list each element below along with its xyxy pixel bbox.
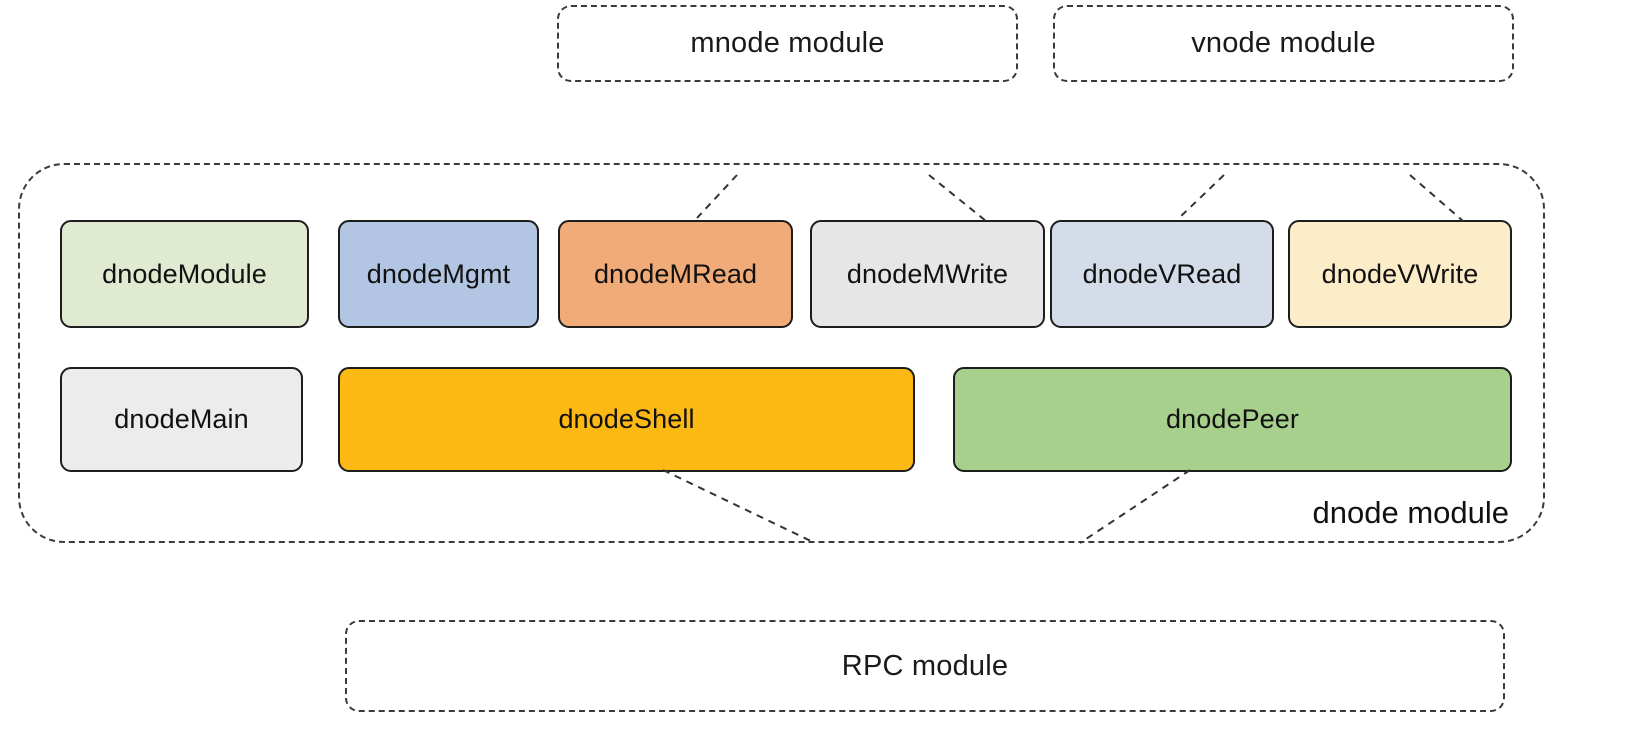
vnode-module-label: vnode module (1191, 27, 1376, 59)
node-box-dnodemwrite: dnodeMWrite (810, 220, 1045, 328)
node-label-dnodemgmt: dnodeMgmt (366, 258, 511, 289)
node-box-dnodemgmt: dnodeMgmt (338, 220, 539, 328)
node-box-dnodemread: dnodeMRead (558, 220, 793, 328)
node-box-dnodemodule: dnodeModule (60, 220, 309, 328)
node-label-dnodevread: dnodeVRead (1082, 258, 1242, 289)
rpc-module-label: RPC module (841, 649, 1009, 682)
node-label-dnodemodule: dnodeModule (102, 258, 267, 289)
node-label-dnodemread: dnodeMRead (593, 258, 758, 289)
vnode-module-box: vnode module (1053, 5, 1514, 82)
node-box-dnodepeer: dnodePeer (953, 367, 1512, 472)
node-box-dnodeshell: dnodeShell (338, 367, 915, 472)
mnode-module-box: mnode module (557, 5, 1018, 82)
mnode-module-label: mnode module (690, 27, 885, 59)
node-box-dnodevwrite: dnodeVWrite (1288, 220, 1512, 328)
dnode-module-label: dnode module (1312, 495, 1510, 530)
node-label-dnodepeer: dnodePeer (1165, 404, 1299, 434)
rpc-module-box: RPC module (345, 620, 1505, 712)
node-box-dnodemain: dnodeMain (60, 367, 303, 472)
node-label-dnodemain: dnodeMain (114, 404, 249, 434)
node-box-dnodevread: dnodeVRead (1050, 220, 1274, 328)
dnode-module-container: dnode module dnodeModule dnodeMgmt dnode… (18, 163, 1545, 543)
node-label-dnodeshell: dnodeShell (558, 404, 695, 434)
node-label-dnodemwrite: dnodeMWrite (846, 258, 1009, 289)
node-label-dnodevwrite: dnodeVWrite (1321, 258, 1479, 289)
